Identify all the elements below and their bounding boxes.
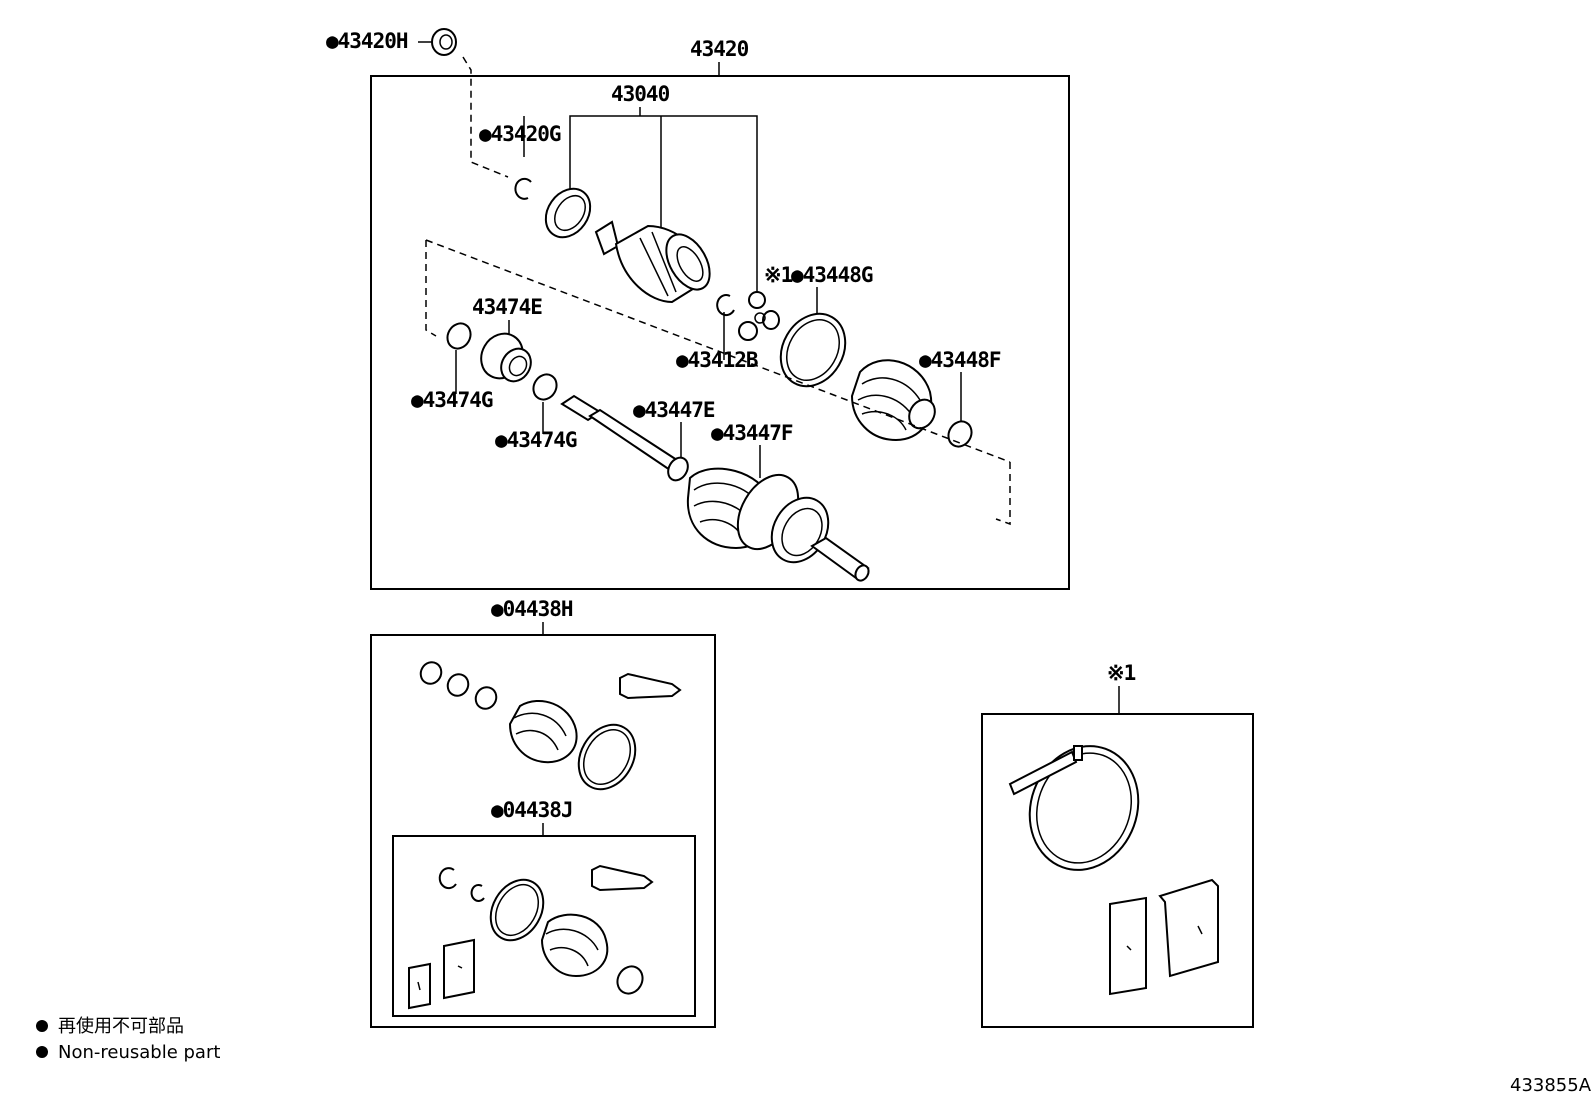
label-clamp-474g-b[interactable]: ●43474G (495, 428, 578, 452)
diagram-id: 433855A (1510, 1075, 1592, 1096)
label-kit-j[interactable]: ●04438J (491, 798, 574, 822)
kit-h-parts (419, 661, 682, 791)
clamp-474g-b-part (532, 373, 558, 401)
kit-j-parts (408, 864, 654, 1010)
label-clamp-447e[interactable]: ●43447E (633, 398, 716, 422)
clamp-474g-a-part (446, 322, 472, 350)
assembly-box (370, 75, 1070, 590)
ref-box (981, 713, 1254, 1028)
legend-jp: 再使用不可部品 (58, 1016, 184, 1037)
label-snap-ring-g[interactable]: ●43420G (479, 122, 562, 146)
label-kit-h[interactable]: ●04438H (491, 597, 574, 621)
legend-bullet-icon (36, 1020, 48, 1032)
legend: 再使用不可部品 Non-reusable part (36, 1016, 220, 1063)
damper-part (480, 332, 532, 383)
kit-j-box (392, 835, 696, 1017)
label-hub-seal[interactable]: ●43420H (326, 29, 409, 53)
label-clamp-448f[interactable]: ●43448F (919, 348, 1002, 372)
label-tripod-ref[interactable]: ※1 (764, 263, 794, 287)
legend-en: Non-reusable part (58, 1042, 220, 1063)
label-snap-ring-b[interactable]: ●43412B (676, 348, 759, 372)
label-assembly[interactable]: 43420 (690, 37, 750, 61)
label-clamp-474g-a[interactable]: ●43474G (411, 388, 494, 412)
drive-shaft-part (560, 394, 689, 482)
legend-bullet-icon (36, 1046, 48, 1058)
inner-seal-part (544, 187, 592, 239)
label-damper[interactable]: 43474E (472, 295, 543, 319)
label-joint-kit[interactable]: 43040 (611, 82, 671, 106)
snap-ring-b-part (716, 294, 735, 317)
inner-boot-part (850, 359, 936, 442)
ref-clamp-part (1008, 745, 1219, 996)
snap-ring-g-part (514, 177, 532, 200)
tripod-part (738, 291, 780, 341)
hub-seal-part (431, 28, 457, 56)
label-clamp-448g[interactable]: ●43448G (791, 263, 874, 287)
inner-joint-housing (594, 220, 711, 304)
label-clamp-447f[interactable]: ●43447F (711, 421, 794, 445)
clamp-448f-part (947, 420, 973, 448)
clamp-448g-part (779, 312, 847, 388)
kit-h-box (370, 634, 716, 1028)
label-ref-box[interactable]: ※1 (1107, 661, 1137, 685)
outer-joint-part (686, 467, 870, 582)
